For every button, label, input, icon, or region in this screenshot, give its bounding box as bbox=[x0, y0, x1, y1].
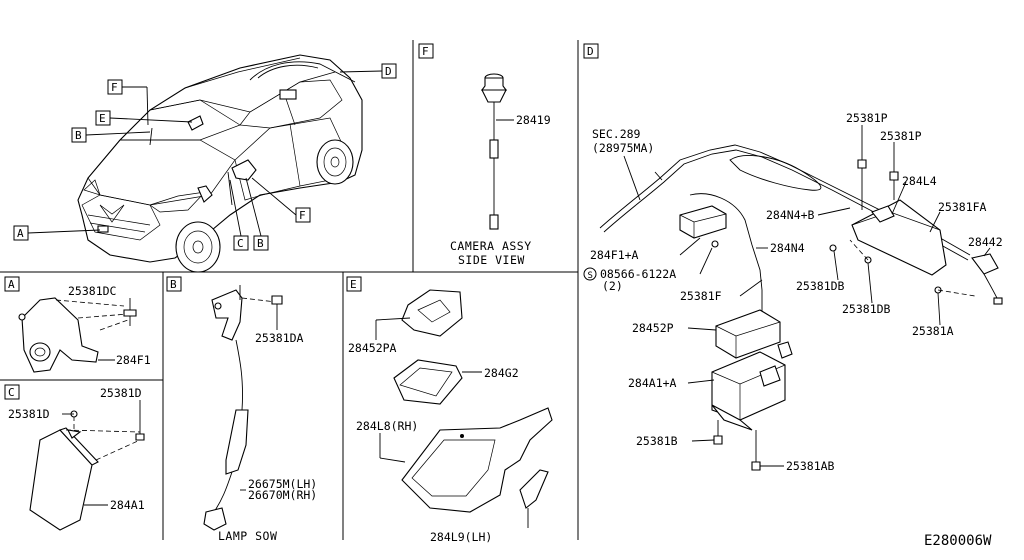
part-label-25381dc: 25381DC bbox=[68, 284, 117, 298]
part-label-26675m-lh: 26675M(LH) bbox=[248, 477, 317, 491]
section-label-f: F bbox=[418, 43, 434, 59]
part-label-25381p-2: 25381P bbox=[880, 129, 922, 143]
part-label-284n4b: 284N4+B bbox=[766, 208, 815, 222]
part-label-28452pa: 28452PA bbox=[348, 341, 397, 355]
section-b-lamp-harness bbox=[203, 285, 283, 531]
part-label-28419: 28419 bbox=[516, 113, 551, 127]
part-label-284l4: 284L4 bbox=[902, 174, 937, 188]
section-label-d: D bbox=[583, 43, 599, 59]
svg-text:F: F bbox=[422, 45, 429, 58]
part-label-284l9-lh: 284L9(LH) bbox=[430, 530, 492, 544]
part-label-284f1a: 284F1+A bbox=[590, 248, 639, 262]
section-a-camera-bracket bbox=[18, 297, 137, 373]
car-callout-b-left: B bbox=[71, 127, 151, 143]
part-label-qty-2: (2) bbox=[602, 279, 623, 293]
car-callout-b-bottom: B bbox=[245, 177, 269, 251]
panel-dividers bbox=[0, 40, 579, 540]
part-label-284n4: 284N4 bbox=[770, 241, 805, 255]
part-label-08566-6122a: 08566-6122A bbox=[600, 267, 676, 281]
section-d-leaders bbox=[623, 125, 991, 467]
part-label-284a1: 284A1 bbox=[110, 498, 145, 512]
part-label-25381a: 25381A bbox=[912, 324, 954, 338]
car-callout-f-top: F bbox=[107, 79, 149, 126]
camera-assy-caption: CAMERA ASSY bbox=[450, 239, 532, 253]
part-label-25381ab: 25381AB bbox=[786, 459, 835, 473]
car-callout-e: E bbox=[95, 110, 193, 126]
part-label-25381db-2: 25381DB bbox=[842, 302, 891, 316]
svg-text:B: B bbox=[75, 129, 82, 142]
section-label-e: E bbox=[346, 276, 362, 292]
section-label-a: A bbox=[4, 276, 20, 292]
section-d-harness-assembly bbox=[583, 144, 1003, 471]
part-label-25381fa: 25381FA bbox=[938, 200, 987, 214]
svg-text:A: A bbox=[8, 278, 15, 291]
svg-text:C: C bbox=[237, 237, 244, 250]
part-label-28452p: 28452P bbox=[632, 321, 674, 335]
diagram-code: E280006W bbox=[924, 533, 992, 549]
part-label-26670m-rh: 26670M(RH) bbox=[248, 488, 317, 502]
part-label-284l8-rh: 284L8(RH) bbox=[356, 419, 418, 433]
section-c-module bbox=[29, 400, 145, 531]
sec-ref-289: SEC.289 bbox=[592, 127, 641, 141]
svg-text:B: B bbox=[257, 237, 264, 250]
svg-text:E: E bbox=[350, 278, 357, 291]
section-label-b: B bbox=[166, 276, 182, 292]
part-label-25381f: 25381F bbox=[680, 289, 722, 303]
car-callout-f-bottom: F bbox=[251, 177, 311, 223]
svg-text:B: B bbox=[170, 278, 177, 291]
car-callout-a: A bbox=[13, 225, 101, 241]
part-label-25381d-left: 25381D bbox=[8, 407, 50, 421]
svg-text:A: A bbox=[17, 227, 24, 240]
sec-ref-28975ma: (28975MA) bbox=[592, 141, 654, 155]
part-label-284g2: 284G2 bbox=[484, 366, 519, 380]
car-callout-c-bottom: C bbox=[229, 179, 249, 251]
svg-text:C: C bbox=[8, 386, 15, 399]
part-label-25381d-right: 25381D bbox=[100, 386, 142, 400]
part-label-25381p-1: 25381P bbox=[846, 111, 888, 125]
part-label-284a1a: 284A1+A bbox=[628, 376, 677, 390]
side-view-caption: SIDE VIEW bbox=[458, 253, 525, 267]
symbol-s: S bbox=[588, 271, 593, 281]
part-label-284f1: 284F1 bbox=[116, 353, 151, 367]
svg-text:F: F bbox=[111, 81, 118, 94]
part-label-25381da: 25381DA bbox=[255, 331, 304, 345]
svg-text:F: F bbox=[299, 209, 306, 222]
section-f-camera bbox=[480, 73, 514, 230]
svg-text:D: D bbox=[385, 65, 392, 78]
part-label-25381db-1: 25381DB bbox=[796, 279, 845, 293]
lamp-sow-caption: LAMP SOW bbox=[218, 529, 277, 543]
part-label-25381b: 25381B bbox=[636, 434, 678, 448]
svg-text:D: D bbox=[587, 45, 594, 58]
part-label-28442: 28442 bbox=[968, 235, 1003, 249]
section-label-c: C bbox=[4, 384, 20, 400]
section-e-covers bbox=[375, 289, 553, 528]
car-callout-d: D bbox=[339, 63, 397, 79]
vehicle-illustration bbox=[77, 54, 363, 273]
svg-text:E: E bbox=[99, 112, 106, 125]
